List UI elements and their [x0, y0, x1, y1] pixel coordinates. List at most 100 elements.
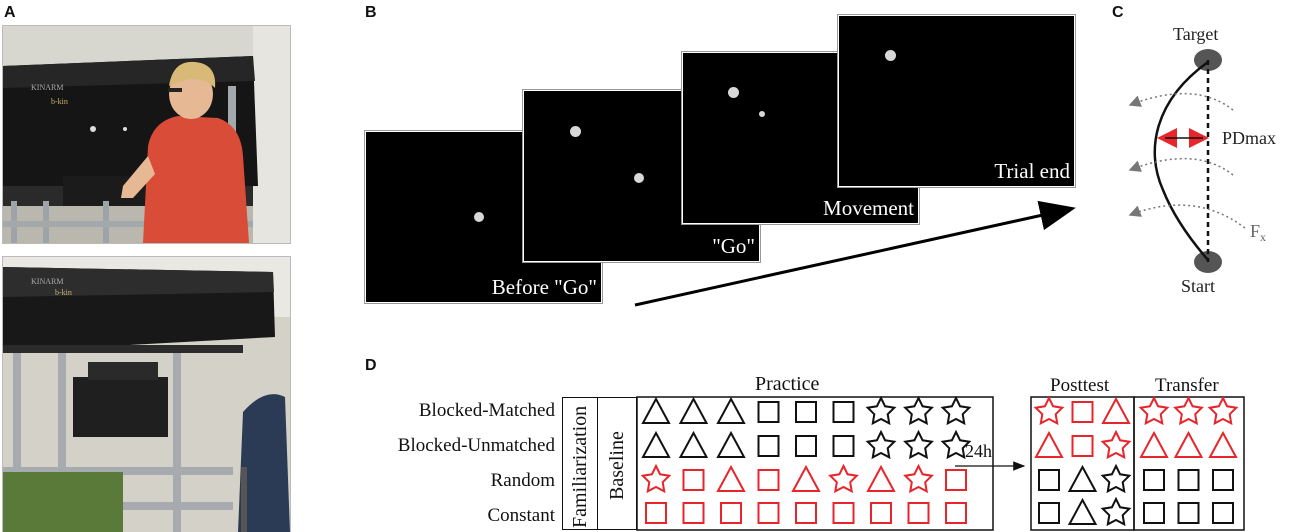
square-symbol [720, 502, 742, 524]
kinarm-brand-top: KINARM [31, 83, 63, 92]
square-symbol [682, 469, 705, 491]
triangle-symbol [678, 396, 709, 424]
force-label: Fx [1250, 221, 1266, 244]
star-symbol [865, 429, 897, 460]
star-symbol [828, 463, 859, 494]
square-symbol [757, 435, 780, 457]
square-symbol [1038, 502, 1060, 524]
star-symbol [1138, 395, 1170, 426]
row-label-blocked-matched: Blocked-Matched [418, 400, 555, 421]
star-symbol [1100, 496, 1132, 527]
triangle-symbol [866, 464, 896, 492]
square-symbol [907, 502, 930, 524]
square-symbol [832, 502, 855, 524]
row-label-blocked-unmatched: Blocked-Unmatched [397, 435, 555, 456]
triangle-symbol [716, 464, 746, 492]
delay-label: 24h [965, 441, 992, 461]
kinarm-photo-with-participant: KINARM b-kin [2, 25, 291, 244]
triangle-symbol [641, 396, 671, 424]
bkin-brand-top: b-kin [51, 97, 68, 106]
posttest-box [1030, 396, 1135, 531]
screen-label-movement: Movement [823, 196, 914, 220]
square-symbol [757, 502, 780, 524]
square-symbol [1177, 502, 1200, 524]
star-symbol [903, 429, 934, 460]
target-dot [728, 87, 739, 98]
bkin-brand-bottom: b-kin [55, 288, 72, 297]
star-symbol [903, 463, 934, 494]
triangle-symbol [1173, 430, 1204, 458]
force-field-arrow [1128, 204, 1246, 229]
kinarm-brand-bottom: KINARM [31, 277, 63, 286]
panel-letter-b: B [365, 4, 377, 21]
transfer-header: Transfer [1155, 375, 1219, 396]
square-symbol [832, 435, 855, 457]
curved-trajectory [1153, 60, 1209, 261]
square-symbol [870, 502, 892, 524]
square-symbol [795, 435, 817, 457]
square-symbol [1143, 469, 1165, 491]
star-symbol [1033, 395, 1065, 426]
triangle-symbol [641, 430, 671, 458]
triangle-symbol [1101, 396, 1131, 424]
screen-label-before-go: Before "Go" [491, 275, 597, 299]
triangle-symbol [716, 430, 746, 458]
triangle-symbol [1067, 497, 1098, 525]
practice-box [636, 396, 994, 531]
triangle-symbol [791, 464, 821, 492]
panel-letter-c: C [1112, 4, 1124, 21]
row-label-constant: Constant [487, 505, 555, 526]
square-symbol [1177, 469, 1200, 491]
square-symbol [1038, 469, 1060, 491]
screen-label-trial-end: Trial end [994, 159, 1070, 183]
star-symbol [903, 395, 934, 426]
time-arrow [634, 200, 1076, 307]
square-symbol [1212, 469, 1234, 491]
star-symbol [1173, 395, 1204, 426]
force-field-arrow [1128, 157, 1234, 176]
transfer-box [1133, 396, 1245, 531]
target-dot [885, 50, 896, 61]
posttest-header: Posttest [1050, 375, 1110, 396]
star-symbol [940, 429, 972, 460]
square-symbol [682, 502, 705, 524]
square-symbol [757, 469, 780, 491]
panel-letter-a: A [4, 4, 16, 21]
star-symbol [1207, 395, 1239, 426]
kinarm-photo-empty: KINARM b-kin [2, 256, 291, 532]
triangle-symbol [1034, 430, 1064, 458]
start-dot [474, 212, 484, 222]
target-label: Target [1173, 24, 1218, 44]
star-symbol [1100, 463, 1132, 494]
star-symbol [1100, 429, 1132, 460]
start-dot [634, 173, 644, 183]
star-symbol [640, 463, 672, 494]
star-symbol [865, 395, 897, 426]
square-symbol [757, 401, 780, 423]
pdmax-label: PDmax [1222, 128, 1276, 148]
square-symbol [1143, 502, 1165, 524]
screen-label-go: "Go" [712, 234, 755, 258]
square-symbol [1071, 435, 1094, 457]
start-label: Start [1181, 276, 1215, 296]
square-symbol [832, 401, 855, 423]
triangle-symbol [678, 430, 709, 458]
star-symbol [940, 395, 972, 426]
panel-letter-d: D [365, 357, 377, 374]
target-dot [570, 126, 581, 137]
practice-header: Practice [755, 373, 820, 395]
cursor-dot [759, 111, 765, 117]
square-symbol [945, 469, 967, 491]
triangle-symbol [716, 396, 746, 424]
square-symbol [1071, 401, 1094, 423]
square-symbol [645, 502, 667, 524]
square-symbol [945, 502, 967, 524]
square-symbol [795, 502, 817, 524]
row-label-random: Random [490, 470, 555, 491]
square-symbol [795, 401, 817, 423]
square-symbol [1212, 502, 1234, 524]
triangle-symbol [1139, 430, 1169, 458]
force-field-arrow [1128, 92, 1234, 111]
